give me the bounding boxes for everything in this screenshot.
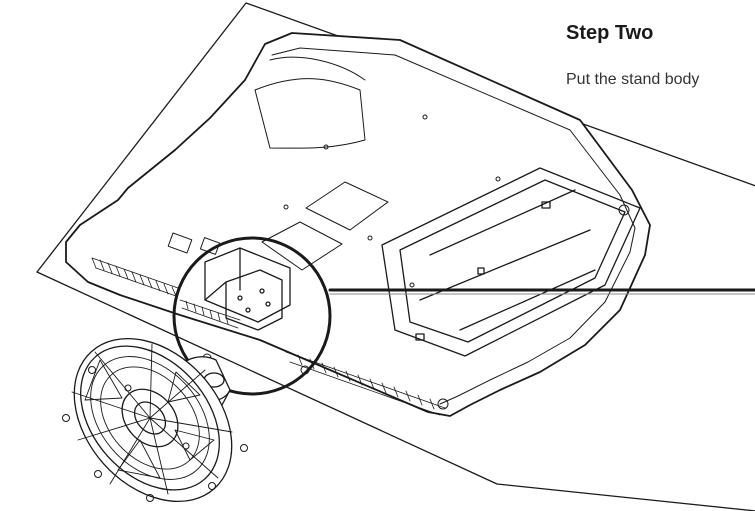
- vent-grille-right: [285, 351, 446, 416]
- mount-plate-lower: [261, 221, 343, 271]
- step-title: Step Two: [566, 22, 654, 44]
- tv-upper-bezel: [254, 78, 366, 149]
- vent-grille-left: [91, 257, 179, 297]
- step-instruction: Put the stand body: [566, 71, 700, 88]
- stand-neck: [204, 247, 291, 331]
- power-socket: [167, 232, 193, 254]
- magnifier-circle: [172, 236, 332, 396]
- screw-holes: [283, 114, 501, 288]
- mount-plate-upper: [305, 181, 389, 231]
- tv-back-inner-contour: [271, 47, 636, 405]
- stand-base-ribs: [71, 343, 233, 495]
- stand-base-holes: [62, 366, 248, 502]
- connector-panel: [381, 167, 641, 357]
